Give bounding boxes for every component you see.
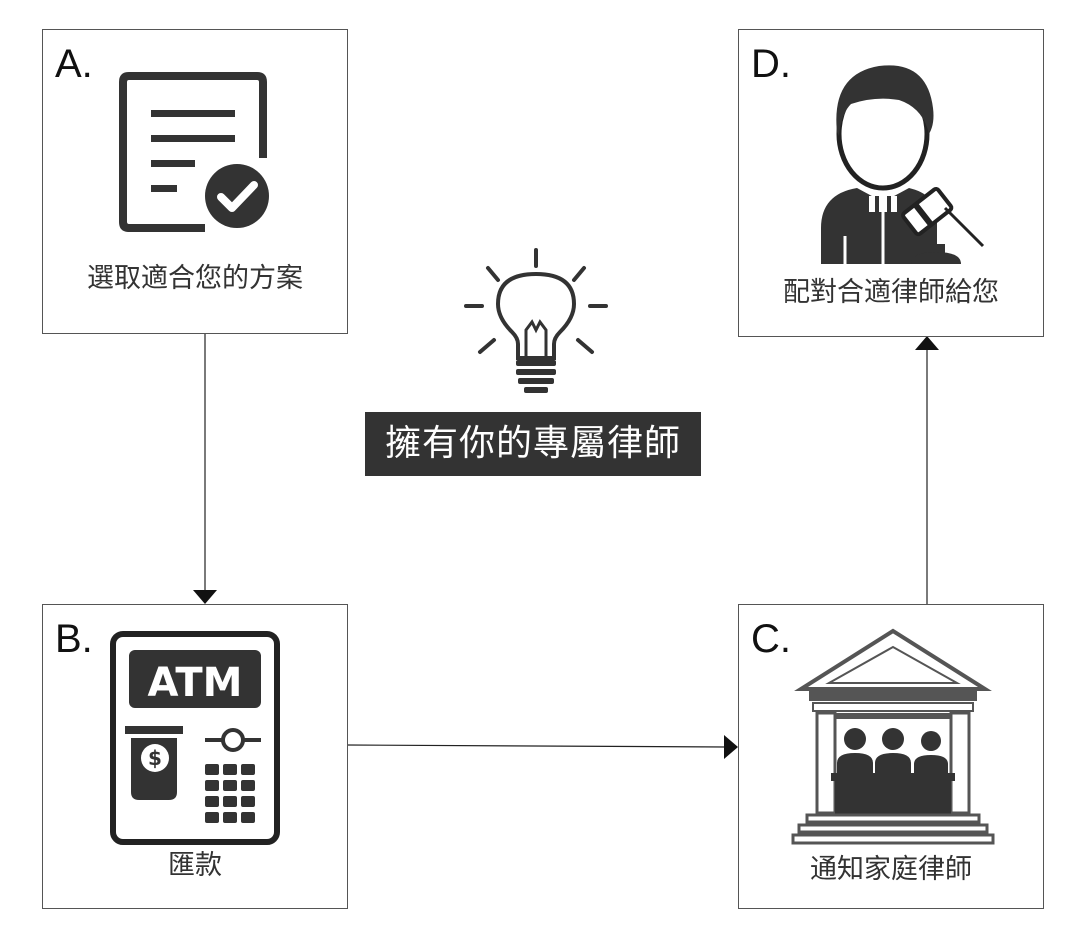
arrowhead-right [724,735,738,759]
step-letter: C. [751,617,791,661]
arrow-b-to-c [346,744,727,748]
judge-gavel-icon [821,65,985,264]
svg-text:$: $ [148,746,162,770]
step-a-box: A. 選取適合您的方案 [42,29,348,334]
atm-icon: ATM $ [110,631,280,845]
courthouse-icon [791,628,995,845]
step-label: 通知家庭律師 [810,854,972,885]
lightbulb-icon [464,248,608,393]
arrowhead-down [193,590,217,604]
atm-screen-text: ATM [148,660,243,706]
step-letter: A. [55,42,93,86]
document-checkmark-icon [119,72,275,234]
step-label: 匯款 [168,850,222,881]
step-label: 選取適合您的方案 [87,263,303,294]
step-d-box: D. 配對合適律師給您 [738,29,1044,337]
arrowhead-up [915,336,939,350]
step-label: 配對合適律師給您 [783,277,999,308]
step-letter: B. [55,617,93,661]
step-c-box: C. 通知家庭律師 [738,604,1044,909]
step-b-box: B. ATM $ 匯款 [42,604,348,909]
center-label: 擁有你的專屬律師 [365,412,701,476]
step-letter: D. [751,42,791,86]
